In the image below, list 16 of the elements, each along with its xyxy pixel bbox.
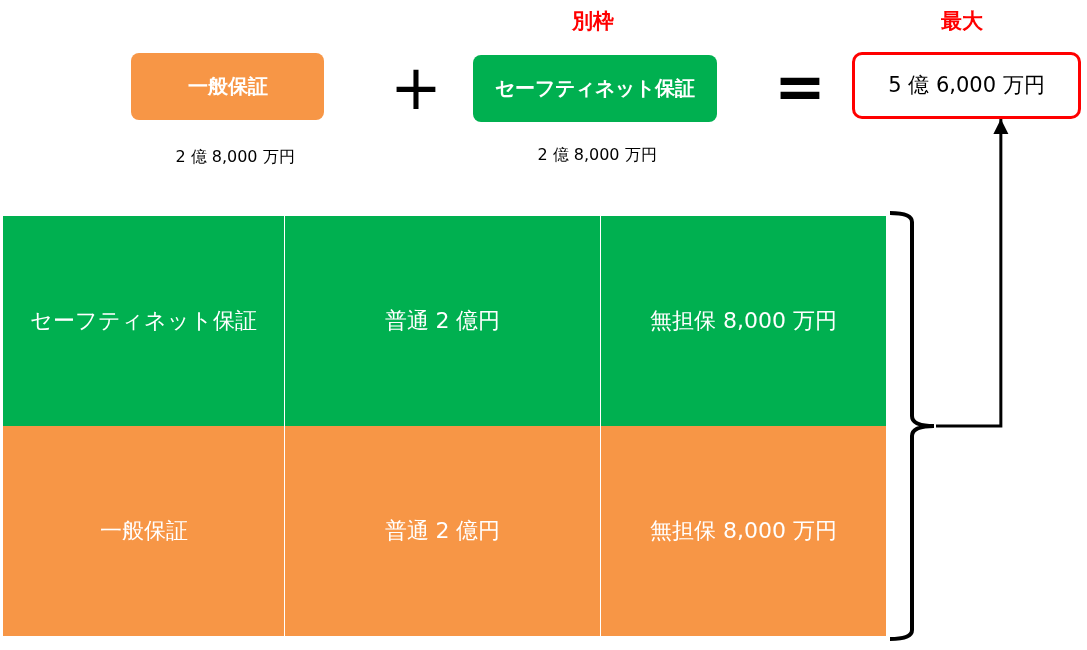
rounded-box: セーフティネット保証 bbox=[473, 55, 717, 122]
amount-text: 2 億 8,000 万円 bbox=[537, 146, 657, 164]
table-cell: 一般保証 bbox=[3, 426, 285, 636]
amount-text: 2 億 8,000 万円 bbox=[175, 148, 295, 166]
table-cell: 普通 2 億円 bbox=[285, 216, 601, 426]
result-box: 5 億 6,000 万円 bbox=[852, 52, 1081, 119]
plus-sign: + bbox=[390, 57, 442, 119]
table-cell: 無担保 8,000 万円 bbox=[601, 216, 886, 426]
equals-sign: = bbox=[774, 56, 826, 118]
heading-text: 最大 bbox=[941, 10, 983, 34]
table-cell: 無担保 8,000 万円 bbox=[601, 426, 886, 636]
table-cell: セーフティネット保証 bbox=[3, 216, 285, 426]
arrow bbox=[936, 119, 1009, 428]
rounded-box: 一般保証 bbox=[131, 53, 324, 120]
heading-text: 別枠 bbox=[572, 10, 614, 34]
table-cell: 普通 2 億円 bbox=[285, 426, 601, 636]
